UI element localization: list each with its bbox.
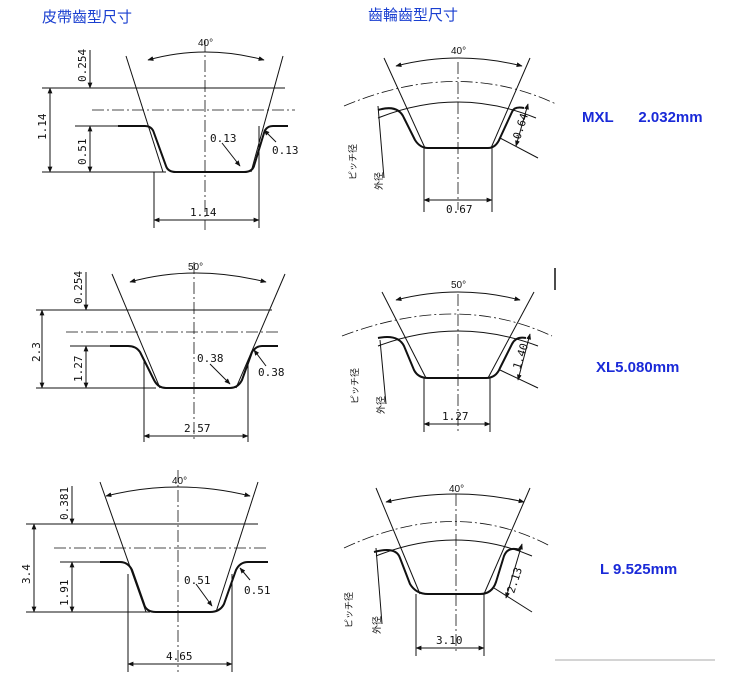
pulley-profile-mxl: 40° ピッチ径 外径 0.64 0.67 bbox=[343, 46, 557, 216]
pulley-tooth-width: 0.67 bbox=[446, 203, 473, 216]
belt-root-radius: 0.13 bbox=[210, 132, 237, 145]
belt-profile-mxl: 40° 1.14 0.254 0.51 0.13 0.13 1.14 bbox=[36, 38, 299, 230]
belt-tooth-width: 2.57 bbox=[184, 422, 211, 435]
belt-tooth-depth: 1.91 bbox=[58, 580, 71, 607]
pulley-angle: 50° bbox=[451, 280, 466, 291]
belt-tip-radius: 0.51 bbox=[244, 584, 271, 597]
outer-diameter-label: 外径 bbox=[373, 172, 385, 190]
belt-root-radius: 0.51 bbox=[184, 574, 211, 587]
belt-total-height: 3.4 bbox=[20, 564, 33, 584]
belt-tooth-width: 4.65 bbox=[166, 650, 193, 663]
belt-tip-radius: 0.38 bbox=[258, 366, 285, 379]
pulley-tooth-depth: 1.40 bbox=[510, 342, 531, 371]
row-xl: 50° 2.3 0.254 1.27 0.38 0.38 2.57 50° ピッ… bbox=[30, 262, 679, 442]
pulley-profile-l: 40° ピッチ径 外径 2.13 3.10 bbox=[343, 484, 551, 656]
pitch-diameter-label: ピッチ径 bbox=[349, 368, 361, 404]
belt-root-radius: 0.38 bbox=[197, 352, 224, 365]
spec-label-mxl: MXL 2.032mm bbox=[582, 109, 703, 126]
pulley-angle: 40° bbox=[451, 46, 466, 57]
belt-total-height: 1.14 bbox=[36, 113, 49, 140]
spec-label-xl: XL5.080mm bbox=[596, 359, 679, 376]
belt-angle: 50° bbox=[188, 262, 203, 273]
outer-diameter-label: 外径 bbox=[371, 616, 383, 634]
belt-angle: 40° bbox=[198, 38, 213, 49]
outer-diameter-label: 外径 bbox=[375, 396, 387, 414]
belt-total-height: 2.3 bbox=[30, 342, 43, 362]
belt-angle: 40° bbox=[172, 476, 187, 487]
belt-header: 皮帶齒型尺寸 bbox=[42, 8, 132, 26]
belt-top-thickness: 0.254 bbox=[72, 271, 85, 304]
pulley-header: 齒輪齒型尺寸 bbox=[368, 6, 458, 24]
belt-profile-xl: 50° 2.3 0.254 1.27 0.38 0.38 2.57 bbox=[30, 262, 286, 442]
pulley-tooth-width: 1.27 bbox=[442, 410, 469, 423]
belt-profile-l: 40° 3.4 0.381 1.91 0.51 0.51 4.65 bbox=[20, 470, 271, 672]
spec-label-l: L 9.525mm bbox=[600, 561, 677, 578]
pulley-tooth-depth: 2.13 bbox=[504, 566, 525, 595]
belt-top-thickness: 0.381 bbox=[58, 487, 71, 520]
row-mxl: 40° 1.14 0.254 0.51 0.13 0.13 1.14 40° ピ… bbox=[36, 38, 703, 230]
belt-top-thickness: 0.254 bbox=[76, 49, 89, 82]
pitch-diameter-label: ピッチ径 bbox=[347, 144, 359, 180]
pulley-tooth-width: 3.10 bbox=[436, 634, 463, 647]
belt-tooth-width: 1.14 bbox=[190, 206, 217, 219]
pulley-profile-xl: 50° ピッチ径 外径 1.40 1.27 bbox=[341, 280, 553, 432]
belt-tip-radius: 0.13 bbox=[272, 144, 299, 157]
pulley-angle: 40° bbox=[449, 484, 464, 495]
pitch-diameter-label: ピッチ径 bbox=[343, 592, 355, 628]
pulley-tooth-depth: 0.64 bbox=[510, 111, 531, 141]
belt-tooth-depth: 0.51 bbox=[76, 139, 89, 166]
row-l: 40° 3.4 0.381 1.91 0.51 0.51 4.65 40° ピッ… bbox=[20, 470, 677, 672]
belt-tooth-depth: 1.27 bbox=[72, 356, 85, 383]
